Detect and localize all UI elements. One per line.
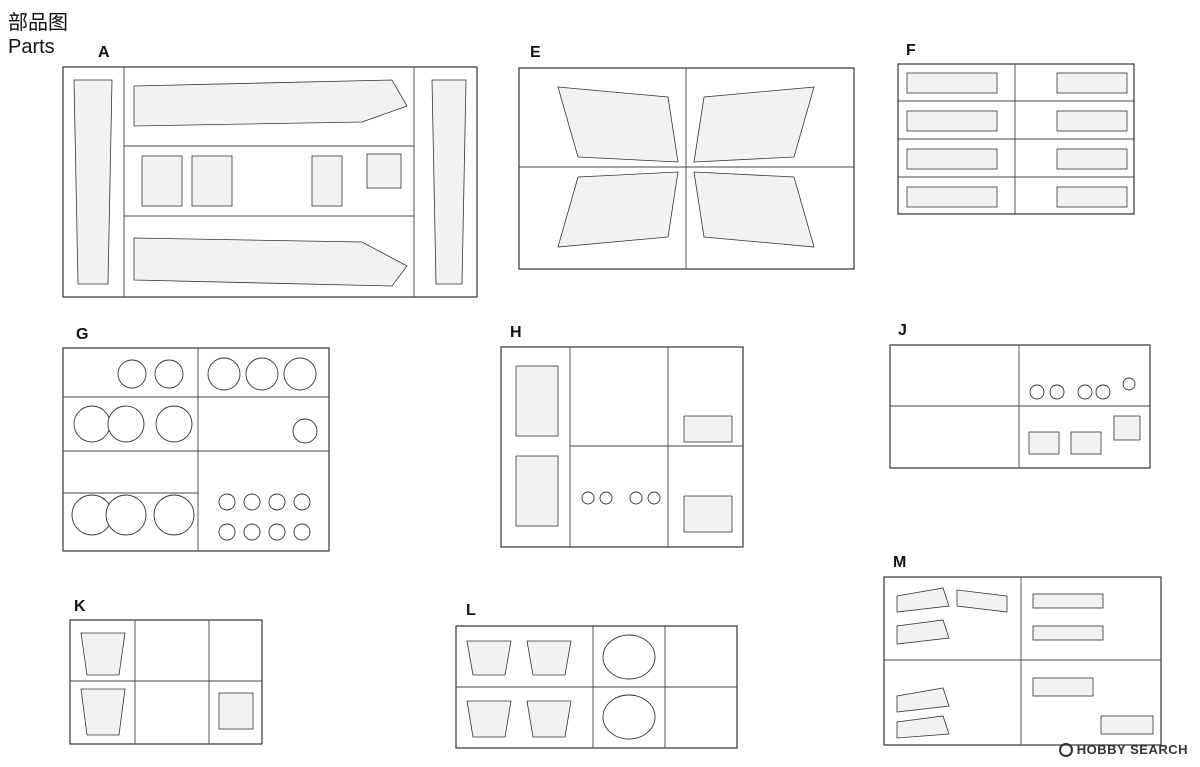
sprue-l-drawing [455,625,738,749]
sprue-m-drawing [883,576,1162,746]
hobby-search-logo-icon [1058,742,1073,757]
sprue-j-drawing [889,344,1151,469]
sprue-label-k: K [74,598,86,615]
sprue-label-e: E [530,44,541,61]
sprue-e-drawing [518,67,855,270]
sprue-label-g: G [76,326,89,343]
page-title-chinese: 部品图 [8,12,68,34]
watermark: HOBBY SEARCH [1058,742,1188,757]
sprue-a-drawing [62,66,478,298]
sprue-label-a: A [98,44,110,61]
sprue-k-drawing [69,619,263,745]
sprue-label-j: J [898,322,907,339]
sprue-label-h: H [510,324,522,341]
sprue-label-m: M [893,554,907,571]
sprue-h-drawing [500,346,744,548]
sprue-g-drawing [62,347,330,552]
watermark-text: HOBBY SEARCH [1076,742,1188,757]
sprue-f-drawing [897,63,1135,215]
sprue-label-l: L [466,602,476,619]
sprue-label-f: F [906,42,916,59]
page-title: Parts [8,36,55,58]
